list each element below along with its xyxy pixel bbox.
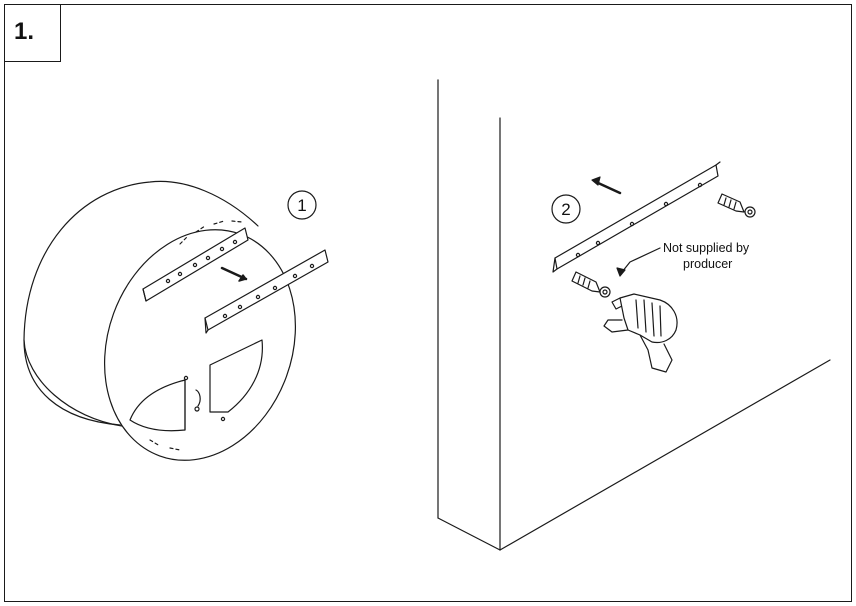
note-line-1: Not supplied by xyxy=(663,241,750,255)
dispenser-drum-icon xyxy=(23,180,297,461)
note-pointer-icon xyxy=(621,247,661,273)
wall-bracket-icon xyxy=(552,161,721,273)
wall-plug-lower-icon xyxy=(571,271,611,298)
step-number: 1. xyxy=(14,18,35,45)
note-pointer-head-icon xyxy=(616,267,626,277)
note-line-2: producer xyxy=(683,257,732,271)
wall-icon xyxy=(437,79,831,551)
panel-border xyxy=(4,4,852,602)
step-box xyxy=(4,4,61,62)
wall-plug-upper-icon xyxy=(717,193,756,218)
callout-1-icon xyxy=(287,190,317,220)
callout-2-label: 2 xyxy=(561,200,570,219)
callout-2-icon xyxy=(551,194,581,224)
arrow-head-icon xyxy=(591,176,601,186)
power-drill-icon xyxy=(603,293,678,373)
callout-1-label: 1 xyxy=(297,196,306,215)
arrow-icon xyxy=(594,180,622,195)
mounting-bracket-icon xyxy=(204,249,329,334)
